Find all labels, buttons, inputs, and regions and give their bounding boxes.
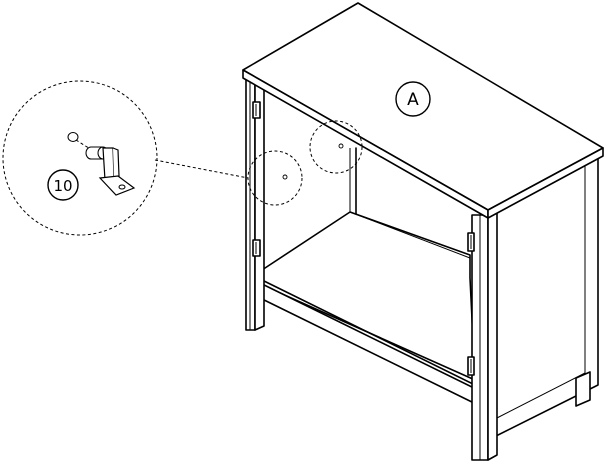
screw-hole-icon [282, 174, 288, 180]
screw-hole-icon [67, 132, 79, 142]
top-panel-label-text: A [407, 90, 419, 110]
front-right-leg [471, 209, 498, 461]
top-panel-label: A [395, 81, 431, 117]
hinge-left-top [252, 101, 261, 119]
hinge-right-top [467, 232, 475, 252]
hinge-right-bottom [467, 356, 475, 376]
hinge-left-bottom [252, 239, 261, 257]
hinge-bracket-icon [85, 146, 136, 196]
part-number-label: 10 [53, 177, 72, 195]
highlight-circle-back [309, 120, 363, 174]
screw-hole-icon [338, 143, 344, 149]
leader-line [154, 159, 249, 179]
detail-callout: 10 [2, 80, 158, 236]
